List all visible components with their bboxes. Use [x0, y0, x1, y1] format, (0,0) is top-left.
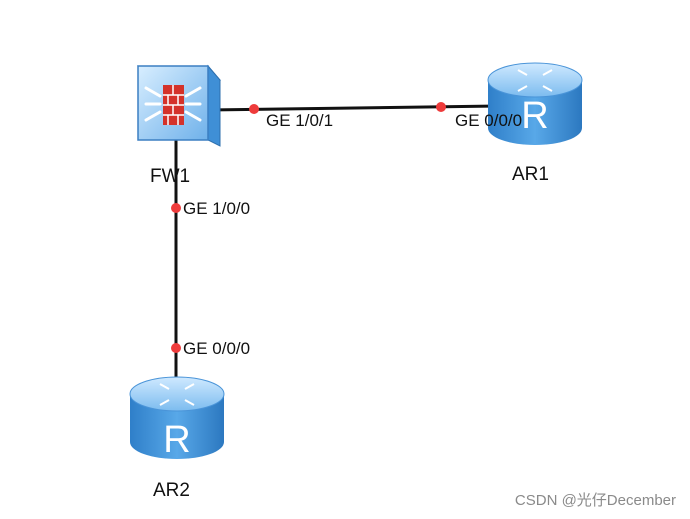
ar1-label: AR1 — [512, 164, 549, 185]
fw1-firewall-icon[interactable] — [136, 64, 222, 147]
ar1-router-icon[interactable]: R — [487, 62, 583, 145]
watermark: CSDN @光仔December — [514, 492, 676, 509]
port-label-fw1-ge101: GE 1/0/1 — [266, 111, 334, 130]
port-label-fw1-ge100: GE 1/0/0 — [183, 199, 251, 218]
port-label-ar1-ge000: GE 0/0/0 — [455, 111, 523, 130]
svg-text:R: R — [521, 95, 548, 137]
port-dot-ar2-ge000 — [171, 343, 181, 353]
port-dot-fw1-ge101 — [249, 104, 259, 114]
svg-text:R: R — [163, 419, 190, 461]
ar2-router-icon[interactable]: R — [129, 376, 225, 461]
fw1-label: FW1 — [150, 166, 191, 187]
port-dot-fw1-ge100 — [171, 203, 181, 213]
ar2-label: AR2 — [153, 480, 190, 501]
port-dot-ar1-ge000 — [436, 102, 446, 112]
port-label-ar2-ge000: GE 0/0/0 — [183, 339, 251, 358]
